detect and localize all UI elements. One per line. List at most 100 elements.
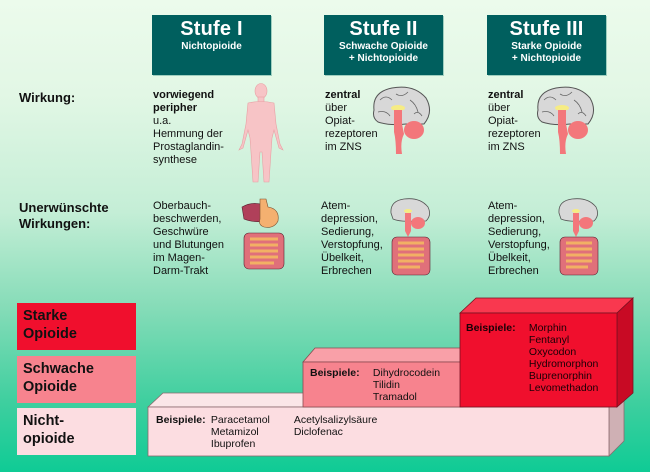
step-starke-side <box>616 297 634 408</box>
wirkung-stufe-1: vorwiegend peripher u.a. Hemmung der Pro… <box>153 89 224 167</box>
human-body-icon <box>238 83 284 183</box>
step-schwache-front <box>302 361 464 408</box>
wirkung-1-line: Hemmung der <box>153 128 223 140</box>
step-starke-front <box>459 312 618 408</box>
nebenwirkung-line: Übelkeit, <box>321 252 364 264</box>
drug-item: Fentanyl <box>528 334 570 346</box>
nebenwirkung-line: Oberbauch- <box>153 200 212 212</box>
legend-nichtopioide: Nicht- opioide <box>17 408 136 455</box>
nebenwirkung-line: Verstopfung, <box>488 239 550 251</box>
nebenwirkung-line: Sedierung, <box>488 226 542 238</box>
drug-item: Levomethadon <box>528 382 599 394</box>
examples-schwache-opioide: Beispiele: Dihydrocodein Tilidin Tramado… <box>310 367 440 403</box>
drug-item: Buprenorphin <box>528 370 592 382</box>
unerwuenscht-label-line-1: Unerwünschte <box>19 200 109 215</box>
nebenwirkung-line: Übelkeit, <box>488 252 531 264</box>
wirkung-3-line: rezeptoren <box>488 128 541 140</box>
wirkung-2-line: rezeptoren <box>325 128 378 140</box>
nebenwirkung-line: beschwerden, <box>153 213 222 225</box>
wirkung-2-bold: zentral <box>325 89 361 101</box>
drug-item: Ibuprofen <box>210 438 256 450</box>
unerwuenscht-label-line-2: Wirkungen: <box>19 216 91 231</box>
examples-label: Beispiele: <box>310 367 360 379</box>
step-nicht-front <box>147 406 610 457</box>
stufe-3-header: Stufe III Starke Opioide + Nichtopioide <box>487 15 606 75</box>
nebenwirkung-line: Erbrechen <box>321 265 372 277</box>
stufe-1-subtitle: Nichtopioide <box>181 41 242 52</box>
stufe-2-subtitle-1: Schwache Opioide <box>339 41 428 52</box>
nebenwirkung-line: Darm-Trakt <box>153 265 209 277</box>
drug-item: Paracetamol <box>210 414 270 426</box>
nebenwirkung-line: Geschwüre <box>153 226 209 238</box>
examples-starke-opioide: Beispiele: Morphin Fentanyl Oxycodon Hyd… <box>466 322 598 394</box>
stufe-2-title: Stufe II <box>349 18 418 40</box>
wirkung-3-bold: zentral <box>488 89 524 101</box>
legend-nicht-line-2: opioide <box>23 431 75 447</box>
examples-label: Beispiele: <box>156 414 206 426</box>
legend-starke-line-2: Opioide <box>23 326 77 342</box>
wirkung-stufe-2: zentral über Opiat- rezeptoren im ZNS <box>325 89 378 154</box>
drug-item: Diclofenac <box>293 426 343 438</box>
nebenwirkung-line: und Blutungen <box>153 239 224 251</box>
nebenwirkung-line: depression, <box>488 213 545 225</box>
legend-starke-opioide: Starke Opioide <box>17 303 136 350</box>
legend-starke-line-1: Starke <box>23 308 68 324</box>
wirkung-1-line: Prostaglandin- <box>153 141 224 153</box>
stufe-1-title: Stufe I <box>180 18 243 40</box>
legend-schwache-line-2: Opioide <box>23 379 77 395</box>
nebenwirkungen-stufe-1: Oberbauch- beschwerden, Geschwüre und Bl… <box>153 200 224 278</box>
legend-schwache-opioide: Schwache Opioide <box>17 356 136 403</box>
unerwuenscht-label: Unerwünschte Wirkungen: <box>19 200 109 232</box>
wirkung-2-line: über <box>325 102 348 114</box>
brain-icon <box>537 86 594 154</box>
stufe-3-subtitle-1: Starke Opioide <box>511 41 582 52</box>
legend-schwache-line-1: Schwache <box>23 361 94 377</box>
nebenwirkung-line: Erbrechen <box>488 265 539 277</box>
wirkung-stufe-3: zentral über Opiat- rezeptoren im ZNS <box>488 89 541 154</box>
examples-schwache-list: Dihydrocodein Tilidin Tramadol <box>373 367 440 403</box>
nebenwirkung-line: im Magen- <box>153 252 205 264</box>
nebenwirkung-line: depression, <box>321 213 378 225</box>
digestive-tract-icon <box>241 198 285 270</box>
examples-nichtopioide: Beispiele: Paracetamol Metamizol Ibuprof… <box>156 414 377 450</box>
wirkung-1-line: synthese <box>153 154 198 166</box>
legend-nicht-line-1: Nicht- <box>23 413 65 429</box>
stufe-1-header: Stufe I Nichtopioide <box>152 15 271 75</box>
examples-nicht-col-1: Paracetamol Metamizol Ibuprofen <box>211 414 291 450</box>
nebenwirkungen-stufe-3: Atem- depression, Sedierung, Verstopfung… <box>488 200 550 278</box>
wirkung-1-bold-1: vorwiegend <box>153 89 215 101</box>
brain-and-intestine-icon <box>558 198 599 276</box>
wirkung-1-bold-2: peripher <box>153 102 198 114</box>
examples-starke-list: Morphin Fentanyl Oxycodon Hydromorphon B… <box>529 322 598 394</box>
drug-item: Hydromorphon <box>528 358 599 370</box>
stufe-2-header: Stufe II Schwache Opioide + Nichtopioide <box>324 15 443 75</box>
wirkung-3-line: über <box>488 102 511 114</box>
wirkung-2-line: im ZNS <box>325 141 362 153</box>
stufe-3-subtitle-2: + Nichtopioide <box>511 53 582 64</box>
drug-item: Metamizol <box>210 426 259 438</box>
brain-and-intestine-icon <box>390 198 431 276</box>
stufe-3-title: Stufe III <box>509 18 584 40</box>
drug-item: Acetylsalizylsäure <box>293 414 378 426</box>
drug-item: Tilidin <box>372 379 400 391</box>
drug-item: Oxycodon <box>528 346 577 358</box>
wirkung-3-line: im ZNS <box>488 141 525 153</box>
stufe-2-subtitle-2: + Nichtopioide <box>348 53 419 64</box>
brain-icon <box>373 86 430 154</box>
drug-item: Dihydrocodein <box>372 367 441 379</box>
nebenwirkung-line: Atem- <box>488 200 518 212</box>
examples-nicht-col-2: Acetylsalizylsäure Diclofenac <box>294 414 377 438</box>
drug-item: Morphin <box>528 322 567 334</box>
step-schwache-top <box>302 347 476 363</box>
wirkung-label: Wirkung: <box>19 90 76 105</box>
wirkung-2-line: Opiat- <box>325 115 355 127</box>
step-starke-top <box>458 297 635 314</box>
wirkung-3-line: Opiat- <box>488 115 518 127</box>
examples-label: Beispiele: <box>466 322 516 334</box>
nebenwirkungen-stufe-2: Atem- depression, Sedierung, Verstopfung… <box>321 200 383 278</box>
drug-item: Tramadol <box>372 391 417 403</box>
nebenwirkung-line: Atem- <box>321 200 351 212</box>
nebenwirkung-line: Verstopfung, <box>321 239 383 251</box>
wirkung-1-line: u.a. <box>153 115 172 127</box>
